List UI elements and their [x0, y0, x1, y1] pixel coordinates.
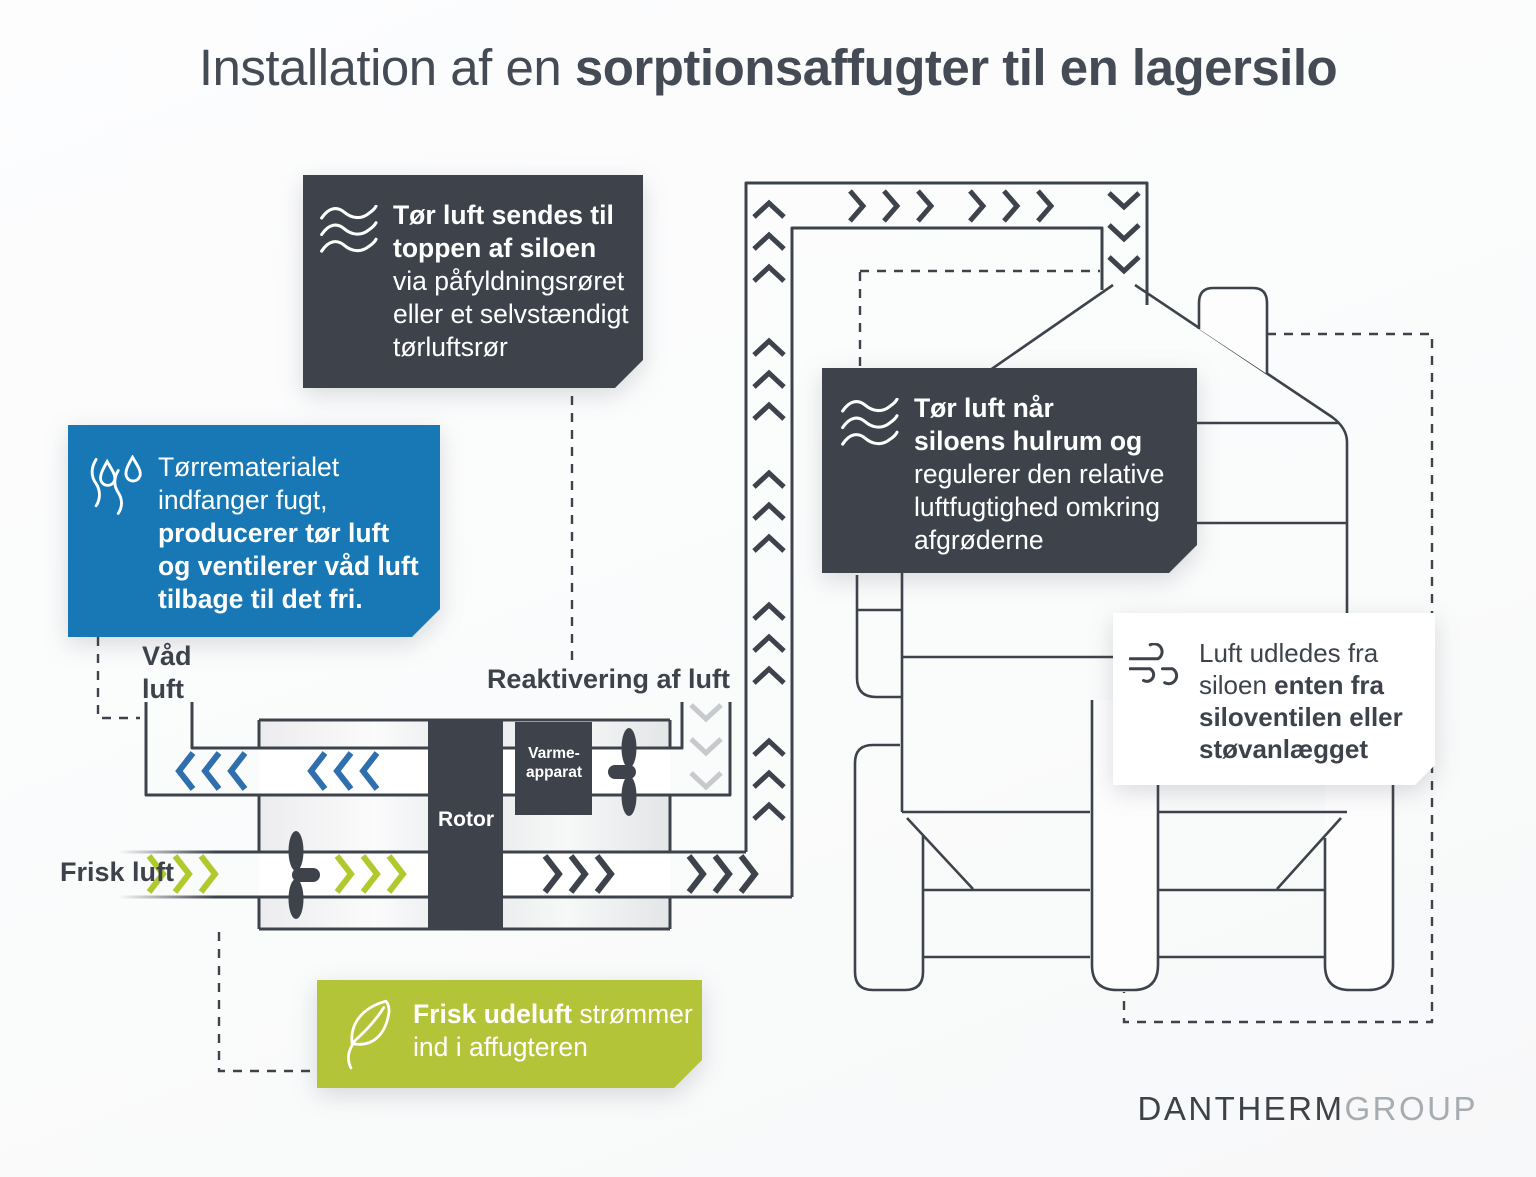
callout-fresh-air: Frisk udeluft strømmer ind i affugteren — [317, 980, 702, 1088]
dry-air-up-chevrons — [754, 203, 784, 819]
duct-work — [120, 181, 1149, 899]
dantherm-group-logo: DANTHERMGROUP — [1137, 1090, 1478, 1128]
dehumidifier-unit — [146, 718, 792, 931]
rotor-block — [428, 720, 503, 929]
process-fan-icon — [288, 831, 320, 919]
wind-icon — [1129, 643, 1187, 699]
callout-text: Tørrematerialet indfanger fugt, producer… — [158, 452, 419, 614]
silo-hopper-right — [1158, 810, 1347, 959]
supply-duct-outer — [744, 181, 1149, 852]
label-fresh-air: Frisk luft — [60, 857, 175, 887]
waves-icon — [840, 398, 902, 450]
dash-greenbox-connector — [217, 932, 317, 1073]
silo-chimney — [1197, 286, 1269, 374]
callout-text: Tør luft sendes til toppen af siloen via… — [393, 200, 629, 362]
dashed-connectors — [96, 269, 1434, 1073]
dry-air-down-chevrons — [1109, 193, 1139, 271]
page-title: Installation af en sorptionsaffugter til… — [0, 38, 1536, 97]
heater-block — [515, 722, 592, 815]
callout-text: Tør luft når siloens hulrum og regulerer… — [914, 393, 1165, 555]
dash-outlet-path — [1122, 332, 1434, 1024]
callout-text: Frisk udeluft strømmer ind i affugteren — [413, 999, 693, 1062]
label-heater: Varme- apparat — [526, 745, 582, 781]
supply-duct-inner — [790, 226, 1104, 897]
dash-separate-pipe — [858, 269, 1100, 366]
callout-dry-air-top: Tør luft sendes til toppen af siloen via… — [303, 175, 643, 388]
silo-hopper-left — [902, 810, 1090, 959]
silo-left-pipe — [855, 575, 902, 699]
silo-leg-right — [1323, 700, 1395, 992]
callout-text: Luft udledes fra siloen enten fra silove… — [1199, 638, 1403, 764]
title-bold: sorptionsaffugter til en lagersilo — [574, 39, 1338, 96]
callout-desiccant: Tørrematerialet indfanger fugt, producer… — [68, 425, 440, 637]
logo-suffix: GROUP — [1344, 1090, 1478, 1127]
dry-air-right-chevrons — [850, 191, 1051, 221]
leaf-icon — [343, 998, 397, 1070]
reactivation-fan-icon — [608, 728, 637, 816]
label-rotor: Rotor — [438, 808, 494, 831]
label-wet-air: Våd luft — [142, 641, 192, 704]
label-reactivation: Reaktivering af luft — [486, 664, 730, 694]
reactivation-down-chevrons — [691, 705, 721, 787]
moisture-drops-icon — [88, 455, 144, 519]
silo-leg-center — [1090, 700, 1160, 992]
callout-dry-air-silo: Tør luft når siloens hulrum og regulerer… — [822, 368, 1197, 573]
silo-roof-right — [1134, 283, 1349, 443]
dash-bluebox-connector — [96, 637, 140, 720]
waves-icon — [319, 205, 381, 257]
callout-air-out: Luft udledes fra siloen enten fra silove… — [1113, 613, 1435, 785]
silo-leg-left — [853, 743, 925, 992]
title-light: Installation af en — [198, 39, 575, 96]
logo-brand: DANTHERM — [1137, 1090, 1345, 1127]
